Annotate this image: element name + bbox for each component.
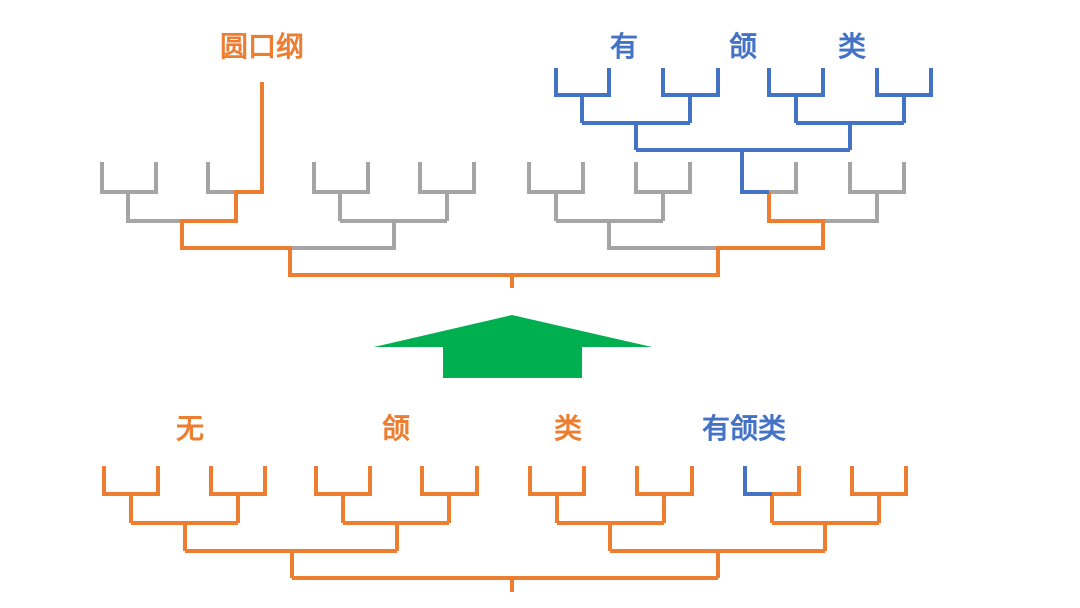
blue-join-12 bbox=[582, 121, 690, 150]
top-blue-branches bbox=[554, 68, 933, 194]
bottom-leaf-pair-8 bbox=[850, 466, 908, 523]
bottom-join-1234 bbox=[185, 549, 397, 578]
bottom-leaf-pair-2 bbox=[209, 466, 267, 523]
label-agnathan-char-3: 类 bbox=[554, 412, 582, 445]
bottom-leaf-pair-3 bbox=[314, 466, 372, 523]
label-gnathostome-char-3: 类 bbox=[838, 30, 866, 63]
label-gnathostome-char-2: 颌 bbox=[729, 30, 757, 63]
label-agnathan-char-2: 颌 bbox=[382, 412, 410, 445]
blue-leaf-pair-3 bbox=[767, 68, 825, 123]
bottom-join-5678 bbox=[610, 549, 825, 578]
bottom-leaf-pair-1 bbox=[102, 466, 160, 523]
blue-stem bbox=[636, 148, 850, 194]
bottom-leaf-pair-6 bbox=[635, 466, 694, 523]
bottom-leaf-pair-5 bbox=[528, 466, 586, 523]
top-orange-branches bbox=[180, 82, 825, 288]
bottom-tree bbox=[102, 466, 908, 592]
top-gray-branches bbox=[100, 162, 906, 250]
top-join-34 bbox=[290, 219, 447, 250]
blue-join-34 bbox=[796, 121, 904, 150]
top-leaf-pair-5 bbox=[527, 162, 585, 221]
bottom-blue-leaf bbox=[743, 466, 772, 496]
blue-leaf-pair-1 bbox=[554, 68, 611, 123]
bottom-root-join bbox=[292, 576, 718, 592]
bottom-join-78 bbox=[772, 521, 879, 551]
label-cyclostomata: 圆口纲 bbox=[220, 30, 304, 63]
label-agnathan-char-1: 无 bbox=[176, 412, 204, 445]
bottom-join-12 bbox=[131, 521, 238, 551]
label-gnathostome-char-1: 有 bbox=[610, 30, 638, 63]
top-leaf-pair-7b bbox=[769, 162, 798, 194]
blue-leaf-pair-4 bbox=[875, 68, 933, 123]
bottom-join-34 bbox=[343, 521, 449, 551]
top-leaf-pair-3 bbox=[312, 162, 370, 221]
blue-leaf-pair-2 bbox=[661, 68, 720, 123]
top-leaf-pair-4 bbox=[418, 162, 476, 221]
top-leaf-pair-8 bbox=[823, 162, 906, 223]
top-tree bbox=[100, 68, 933, 288]
bottom-orange-branches bbox=[102, 466, 908, 592]
top-leaf-pair-6 bbox=[634, 162, 692, 221]
bottom-join-56 bbox=[557, 521, 664, 551]
bottom-leaf-pair-4 bbox=[420, 466, 479, 523]
top-leaf-pair-1 bbox=[100, 162, 182, 223]
up-arrow-icon bbox=[374, 315, 652, 378]
label-gnathostomes: 有颌类 bbox=[702, 412, 786, 445]
top-leaf-pair-2a bbox=[206, 162, 236, 194]
top-orange-lineage bbox=[180, 82, 825, 277]
top-join-56 bbox=[556, 219, 718, 250]
bottom-leaf-pair-7 bbox=[770, 466, 801, 523]
